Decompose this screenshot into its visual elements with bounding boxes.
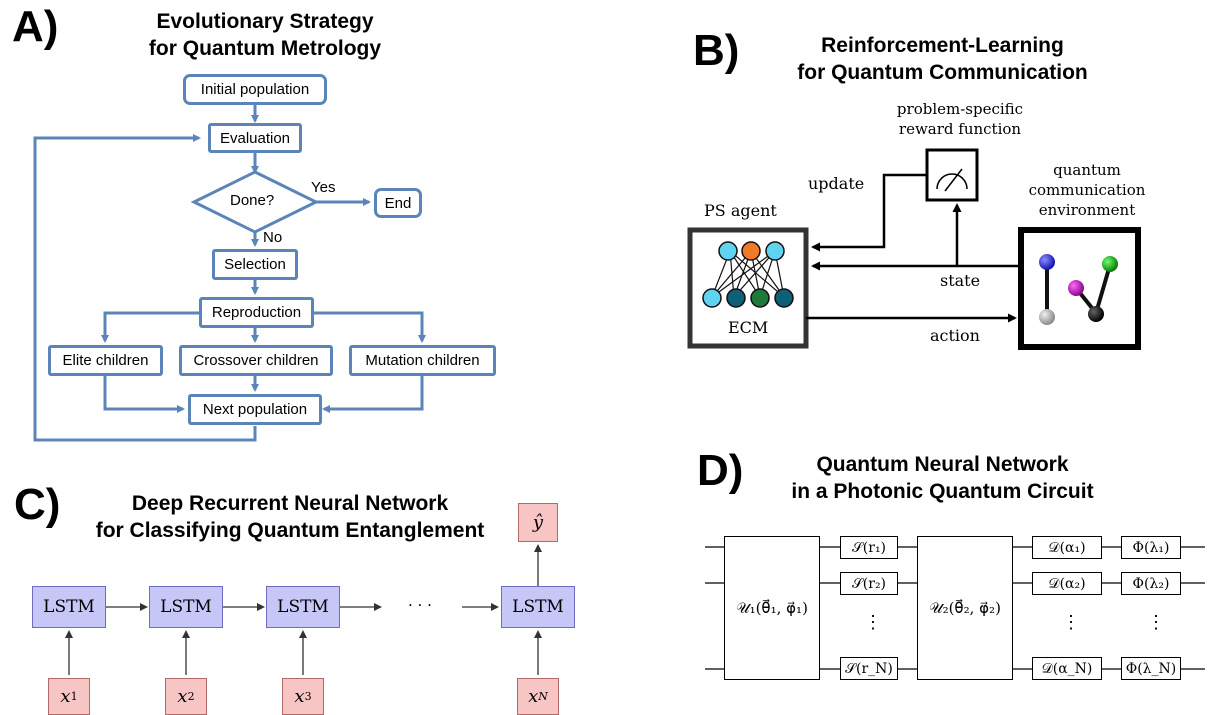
panel-d-title-line2: in a Photonic Quantum Circuit xyxy=(791,480,1094,503)
reward-label: problem-specific reward function xyxy=(870,99,1050,139)
squeeze-gate-1: 𝒮(r₁) xyxy=(840,536,898,559)
lstm-cell-3: LSTM xyxy=(266,586,340,628)
panel-a-title-line2: for Quantum Metrology xyxy=(148,37,382,60)
update-label: update xyxy=(808,174,865,193)
panel-c-label: C) xyxy=(14,480,61,529)
panel-b-label: B) xyxy=(693,26,740,75)
ecm-node-top-1 xyxy=(718,241,738,261)
panel-b-title-line2: for Quantum Communication xyxy=(797,61,1088,84)
panel-b-title-line1: Reinforcement-Learning xyxy=(821,34,1064,57)
next-population-node: Next population xyxy=(188,394,322,425)
atom-grey xyxy=(1039,309,1055,325)
agent-label: PS agent xyxy=(704,201,777,220)
yes-label: Yes xyxy=(311,179,336,196)
ecm-node-top-2 xyxy=(741,241,761,261)
panel-a-label: A) xyxy=(12,2,59,51)
displace-gate-2: 𝒟(α₂) xyxy=(1032,572,1102,595)
panel-b-title: Reinforcement-Learning for Quantum Commu… xyxy=(755,32,1130,86)
lstm-cell-n: LSTM xyxy=(501,586,575,628)
mutation-children-node: Mutation children xyxy=(349,345,496,376)
reward-label-line1: problem-specific xyxy=(896,100,1024,118)
input-sub-n: N xyxy=(538,690,548,703)
initial-population-node: Initial population xyxy=(183,74,327,105)
panel-c-title-line2: for Classifying Quantum Entanglement xyxy=(95,519,485,542)
input-var-1: x xyxy=(60,686,71,707)
phase-gate-2: Φ(λ₂) xyxy=(1121,572,1181,595)
ecm-node-bottom-1 xyxy=(702,288,722,308)
reproduction-node: Reproduction xyxy=(199,297,314,328)
reward-label-line2: reward function xyxy=(898,120,1022,138)
squeeze-gate-2: 𝒮(r₂) xyxy=(840,572,898,595)
panel-a-title: Evolutionary Strategy for Quantum Metrol… xyxy=(100,8,430,62)
input-var-2: x xyxy=(177,686,188,707)
ecm-label: ECM xyxy=(728,318,769,337)
meter-icon xyxy=(936,173,968,190)
atom-blue xyxy=(1039,254,1055,270)
phase-gate-n: Φ(λ_N) xyxy=(1121,657,1181,680)
input-sub-1: 1 xyxy=(70,690,78,703)
atom-green xyxy=(1102,256,1118,272)
atom-black xyxy=(1088,306,1104,322)
lstm-cell-1: LSTM xyxy=(32,586,106,628)
action-label: action xyxy=(930,326,980,345)
ellipsis: · · · xyxy=(408,596,432,614)
end-node: End xyxy=(374,188,422,218)
panel-c-title: Deep Recurrent Neural Network for Classi… xyxy=(70,490,510,544)
no-label: No xyxy=(263,229,283,246)
environment-label-line3: environment xyxy=(1038,201,1136,219)
displace-vdots: ⋮ xyxy=(1062,612,1080,633)
atom-magenta xyxy=(1068,280,1084,296)
environment-label: quantum communication environment xyxy=(1012,160,1162,220)
selection-node: Selection xyxy=(212,249,298,280)
panel-d-title: Quantum Neural Network in a Photonic Qua… xyxy=(755,451,1130,505)
input-var-3: x xyxy=(294,686,305,707)
panel-d-title-line1: Quantum Neural Network xyxy=(816,453,1069,476)
state-label: state xyxy=(940,271,981,290)
panel-c-title-line1: Deep Recurrent Neural Network xyxy=(131,492,449,515)
elite-children-node: Elite children xyxy=(48,345,163,376)
panel-d-label: D) xyxy=(697,446,744,495)
ecm-node-bottom-4 xyxy=(774,288,794,308)
ecm-node-bottom-3 xyxy=(750,288,770,308)
environment-label-line1: quantum xyxy=(1053,161,1121,179)
decision-label: Done? xyxy=(230,192,275,209)
evaluation-node: Evaluation xyxy=(208,123,302,153)
input-var-n: x xyxy=(528,686,539,707)
crossover-children-node: Crossover children xyxy=(179,345,333,376)
displace-gate-1: 𝒟(α₁) xyxy=(1032,536,1102,559)
panel-a-title-line1: Evolutionary Strategy xyxy=(156,10,374,33)
decision-diamond xyxy=(190,170,320,234)
input-sub-3: 3 xyxy=(304,690,312,703)
input-sub-2: 2 xyxy=(187,690,195,703)
displace-gate-n: 𝒟(α_N) xyxy=(1032,657,1102,680)
ecm-node-top-3 xyxy=(765,241,785,261)
output-node: ŷ xyxy=(518,503,558,542)
interferometer-u1: 𝒰₁(θ⃗₁, φ⃗₁) xyxy=(724,536,820,680)
interferometer-u2: 𝒰₂(θ⃗₂, φ⃗₂) xyxy=(917,536,1013,680)
squeeze-vdots: ⋮ xyxy=(864,612,882,633)
squeeze-gate-n: 𝒮(r_N) xyxy=(840,657,898,680)
phase-gate-1: Φ(λ₁) xyxy=(1121,536,1181,559)
ecm-node-bottom-2 xyxy=(726,288,746,308)
phase-vdots: ⋮ xyxy=(1147,612,1165,633)
lstm-cell-2: LSTM xyxy=(149,586,223,628)
environment-label-line2: communication xyxy=(1028,181,1146,199)
